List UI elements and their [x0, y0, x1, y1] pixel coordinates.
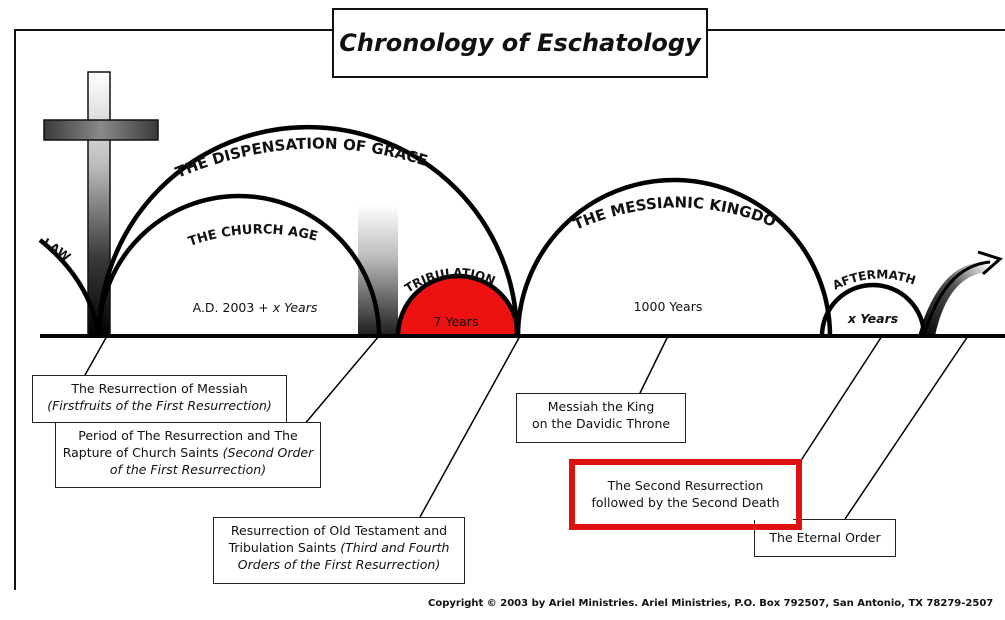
page-title: Chronology of Eschatology	[339, 29, 701, 57]
church-rapture-box: Period of The Resurrection and The Raptu…	[55, 422, 321, 488]
law-arc	[38, 238, 102, 337]
second-resurrection-box: The Second Resurrection followed by the …	[578, 468, 793, 520]
aftermath-arrow-fill	[918, 262, 988, 336]
frame-left	[14, 29, 332, 590]
tribulation-period: 7 Years	[434, 314, 479, 329]
grace-arc	[96, 124, 520, 337]
box-line: of the First Resurrection)	[109, 462, 267, 477]
grace-label: THE DISPENSATION OF GRACE	[173, 134, 430, 181]
highlight-box	[569, 459, 802, 530]
box-line: Orders of the First Resurrection)	[237, 557, 441, 572]
leader-second	[799, 335, 883, 463]
tribulation-fill	[398, 276, 518, 336]
aftermath-arrow-line	[922, 260, 991, 337]
ot-saints-box: Resurrection of Old Testament and Tribul…	[213, 517, 465, 584]
box-line: Messiah the King	[547, 399, 655, 414]
box-line: on the Davidic Throne	[531, 416, 671, 431]
aftermath-period: x Years	[847, 311, 898, 326]
box-line: Period of The Resurrection and The	[78, 428, 298, 443]
box-line: Resurrection of Old Testament and	[230, 523, 448, 538]
church-arc	[96, 193, 382, 337]
box-line: The Resurrection of Messiah	[71, 381, 248, 396]
kingdom-arc	[515, 177, 833, 337]
leader-messiah	[84, 335, 108, 376]
leader-ot	[419, 335, 521, 518]
box-line: Rapture of Church Saints (Second Order	[62, 445, 314, 460]
copyright-text: Copyright © 2003 by Ariel Ministries. Ar…	[428, 598, 994, 609]
box-line: Tribulation Saints (Third and Fourth	[228, 540, 450, 555]
kingdom-period: 1000 Years	[634, 299, 703, 314]
box-line: The Second Resurrection	[607, 478, 764, 493]
box-line: followed by the Second Death	[591, 495, 780, 510]
leader-king	[639, 335, 669, 394]
title-box: Chronology of Eschatology	[332, 8, 708, 78]
box-line: (Firstfruits of the First Resurrection)	[47, 398, 272, 413]
leader-rapture	[297, 335, 380, 433]
tribulation-arc	[395, 273, 521, 337]
cross-bar	[43, 119, 159, 141]
box-line: The Eternal Order	[769, 530, 881, 545]
messiah-king-box: Messiah the King on the Davidic Throne	[516, 393, 686, 443]
aftermath-arc	[819, 282, 927, 337]
church-age-label: THE CHURCH AGE	[186, 222, 319, 249]
leader-eternal	[844, 335, 969, 520]
church-age-period: A.D. 2003 + x Years	[193, 300, 318, 315]
arrowhead-icon	[977, 250, 1003, 276]
aftermath-label: AFTERMATH	[830, 267, 917, 292]
law-label: LAW	[40, 235, 73, 264]
messiah-resurrection-box: The Resurrection of Messiah (Firstfruits…	[32, 375, 287, 423]
